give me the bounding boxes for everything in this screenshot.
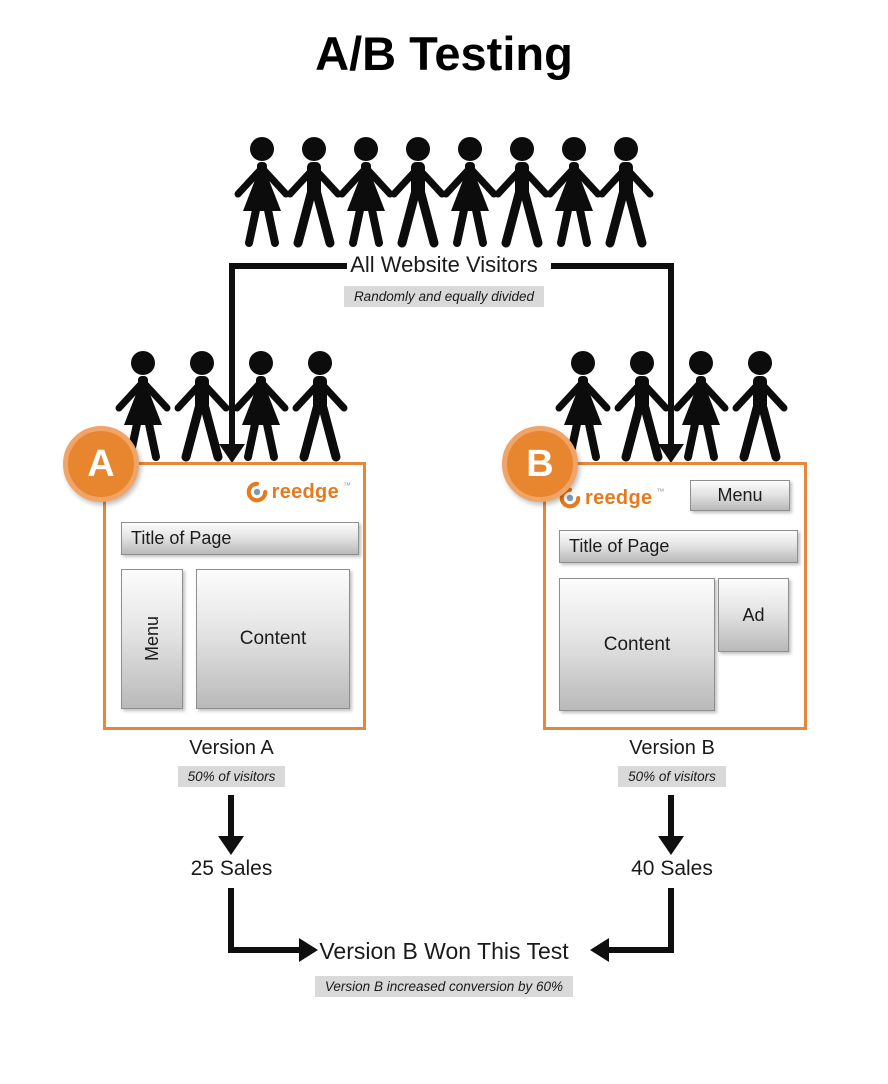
split-note-badge: Randomly and equally divided [343,286,545,307]
connector-line [228,795,234,837]
connector-line [668,795,674,837]
result-note: Version B increased conversion by 60% [0,976,888,997]
reedge-logo: reedge ™ [246,481,351,503]
ad-block: Ad [718,578,789,652]
person-icon [498,137,546,243]
version-b-note-badge: 50% of visitors [618,766,726,787]
visitors-group-a [115,350,348,462]
person-icon [618,351,666,457]
result-label: Version B Won This Test [319,938,569,964]
reedge-logo: reedge ™ [559,487,664,509]
connector-line [229,263,235,446]
version-b-caption: Version B [629,737,715,759]
person-icon [296,351,344,457]
connector-line [551,263,674,269]
person-icon [550,137,598,243]
reedge-logo-tm: ™ [656,487,665,496]
connector-line [668,888,674,953]
visitors-group-all [234,136,654,248]
reedge-logo-text: reedge [271,481,339,503]
person-icon [602,137,650,243]
badge-b: B [502,426,578,502]
title-of-page-bar: Title of Page [121,522,359,555]
arrowhead-left-icon [590,938,609,962]
version-a-note-badge: 50% of visitors [177,766,286,787]
arrowhead-down-icon [658,444,684,463]
version-a-caption: Version A [189,737,274,759]
connector-line [228,947,300,953]
visitors-group-b [555,350,788,462]
arrowhead-down-icon [219,444,245,463]
wireframe-version-b: reedge ™ Menu Title of Page Content Ad [543,462,807,730]
badge-a: A [63,426,139,502]
person-icon [237,351,285,457]
arrowhead-right-icon [299,938,318,962]
person-icon [342,137,390,243]
menu-button: Menu [690,480,790,511]
connector-line [608,947,674,953]
person-icon [290,137,338,243]
split-note: Randomly and equally divided [0,286,888,307]
menu-sidebar: Menu [121,569,183,709]
title-of-page-bar: Title of Page [559,530,798,563]
connector-line [668,263,674,446]
page-title: A/B Testing [315,27,573,80]
reedge-logo-text: reedge [585,487,653,509]
person-icon [677,351,725,457]
all-visitors-label: All Website Visitors [350,252,538,277]
content-block: Content [559,578,715,711]
content-block: Content [196,569,350,709]
person-icon [446,137,494,243]
person-icon [736,351,784,457]
sales-a-label: 25 Sales [190,857,273,880]
version-b-note: 50% of visitors [543,766,801,787]
connector-line [228,888,234,953]
person-icon [238,137,286,243]
connector-line [229,263,347,269]
arrowhead-down-icon [658,836,684,855]
reedge-logo-icon [246,481,267,503]
menu-sidebar-label: Menu [141,616,162,662]
wireframe-version-a: reedge ™ Title of Page Menu Content [103,462,366,730]
person-icon [178,351,226,457]
sales-b-label: 40 Sales [631,857,713,880]
reedge-logo-tm: ™ [343,481,351,490]
arrowhead-down-icon [218,836,244,855]
person-icon [394,137,442,243]
version-a-note: 50% of visitors [103,766,360,787]
result-note-badge: Version B increased conversion by 60% [314,976,574,997]
